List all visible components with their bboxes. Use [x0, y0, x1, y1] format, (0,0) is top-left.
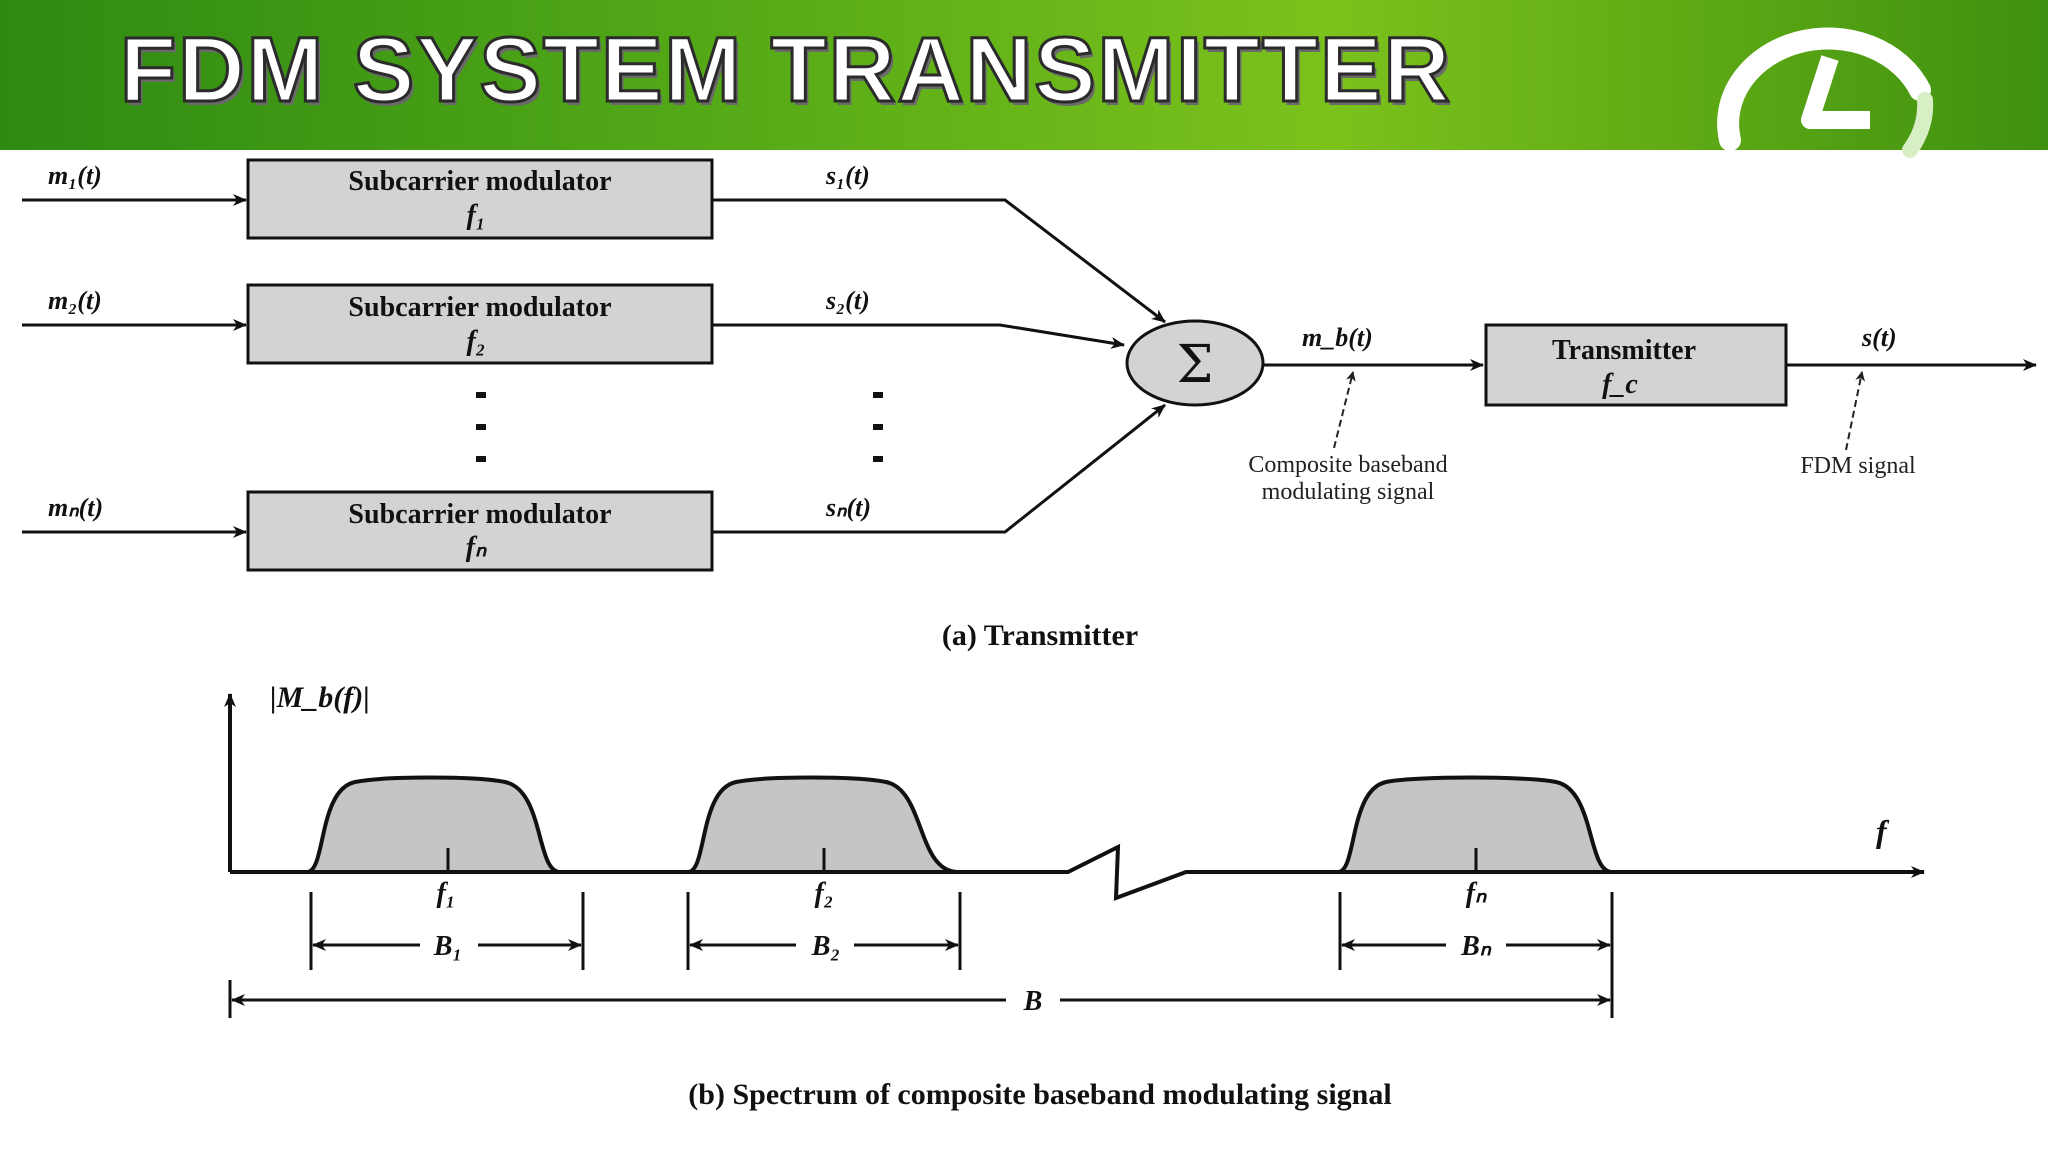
fdm-note: FDM signal	[1800, 453, 1916, 479]
modulator-freq-2: f₂	[466, 326, 485, 357]
modulator-label-1: Subcarrier modulator	[348, 166, 611, 197]
band-center-n: fₙ	[1466, 878, 1487, 909]
transmitter-label: Transmitter	[1552, 335, 1696, 366]
band-center-1: f₁	[436, 878, 455, 909]
summer-node: Σ	[1125, 319, 1265, 407]
composite-note-line2: modulating signal	[1262, 479, 1435, 505]
modulator-label-n: Subcarrier modulator	[348, 499, 611, 530]
transmitter-box: Transmitter f_c	[1484, 323, 1788, 407]
input-label-1: m₁(t)	[48, 161, 102, 190]
band-2	[687, 775, 959, 874]
input-label-2: m₂(t)	[48, 286, 102, 315]
title-banner: FDM SYSTEM TRANSMITTER	[0, 0, 2048, 158]
bandwidth-ticks	[228, 892, 1614, 1018]
modulator-box-n: Subcarrier modulator fₙ	[246, 490, 714, 572]
bandwidth-label-2: B₂	[811, 931, 840, 962]
slide-title: FDM SYSTEM TRANSMITTER	[119, 18, 1452, 123]
input-label-n: mₙ(t)	[48, 493, 103, 522]
composite-pointer	[1333, 371, 1356, 449]
ellipsis-dots-modulators	[476, 392, 486, 462]
fdm-pointer	[1845, 371, 1866, 451]
output-label-n: sₙ(t)	[825, 493, 871, 522]
spectrum-diagram: |M_b(f)| f f₁ f₂ fₙ	[224, 681, 1925, 1111]
band-n	[1337, 775, 1613, 874]
composite-label: m_b(t)	[1302, 323, 1373, 352]
bandwidth-label-n: Bₙ	[1460, 931, 1492, 962]
output-line-1	[712, 198, 1166, 324]
total-bandwidth-label: B	[1023, 986, 1043, 1017]
transmitter-freq: f_c	[1602, 369, 1638, 400]
summation-icon: Σ	[1177, 335, 1214, 395]
modulator-box-1: Subcarrier modulator f₁	[246, 158, 714, 240]
modulator-freq-1: f₁	[466, 200, 485, 231]
spectrum-caption: (b) Spectrum of composite baseband modul…	[688, 1078, 1391, 1111]
output-signal-label: s(t)	[1861, 323, 1897, 352]
modulator-box-2: Subcarrier modulator f₂	[246, 283, 714, 365]
band-center-2: f₂	[814, 878, 833, 909]
spectrum-x-label: f	[1876, 813, 1890, 849]
output-label-1: s₁(t)	[825, 161, 870, 190]
bandwidth-label-1: B₁	[433, 931, 462, 962]
modulator-freq-n: fₙ	[466, 532, 487, 563]
output-line-2	[712, 323, 1125, 349]
band-1	[306, 775, 561, 874]
modulator-label-2: Subcarrier modulator	[348, 292, 611, 323]
composite-note-line1: Composite baseband	[1248, 452, 1447, 478]
spectrum-y-label: |M_b(f)|	[270, 681, 370, 714]
transmitter-caption: (a) Transmitter	[942, 619, 1138, 652]
logo-icon	[1717, 27, 1934, 158]
output-label-2: s₂(t)	[825, 286, 870, 315]
transmitter-diagram: m₁(t) m₂(t) mₙ(t) Subcarrier modulator f…	[22, 158, 2037, 652]
output-line-n	[712, 403, 1166, 534]
ellipsis-dots-outputs	[873, 392, 883, 462]
